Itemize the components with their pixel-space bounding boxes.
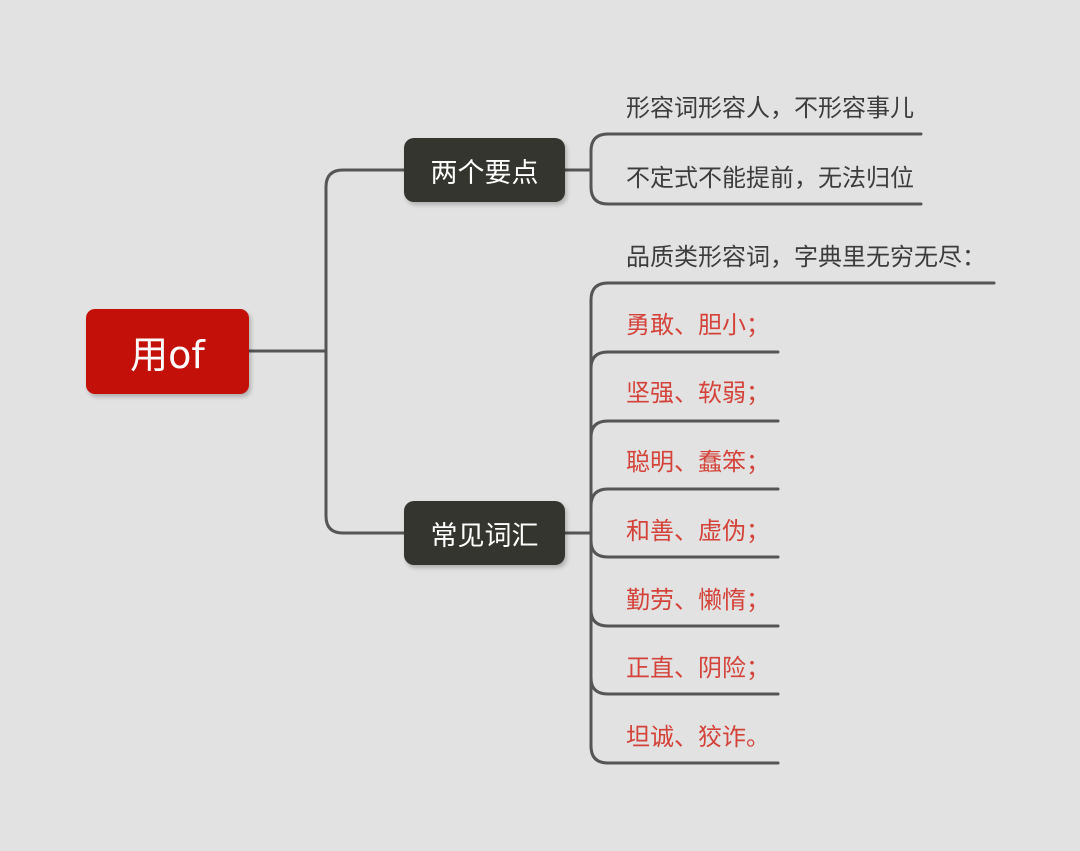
branch-node-common-words[interactable]: 常见词汇 — [404, 501, 565, 565]
branch-node-key-points[interactable]: 两个要点 — [404, 138, 565, 202]
root-label: 用of — [130, 333, 205, 377]
connector-leaf-2-4 — [589, 487, 780, 508]
leaf-node-2-7[interactable]: 正直、阴险； — [626, 654, 770, 682]
leaf-node-2-8[interactable]: 坦诚、狡诈。 — [626, 723, 770, 751]
root-node[interactable]: 用of — [86, 309, 249, 394]
leaf-node-2-1[interactable]: 品质类形容词，字典里无穷无尽： — [626, 243, 986, 271]
connector-leaf-1-1 — [589, 132, 923, 172]
connector-leaf-2-2 — [589, 350, 780, 370]
connector-leaf-2-7 — [589, 676, 780, 696]
leaf-node-2-4[interactable]: 聪明、蠢笨； — [626, 448, 770, 476]
connector-leaf-2-3 — [589, 419, 780, 439]
leaf-node-2-3[interactable]: 坚强、软弱； — [626, 379, 770, 407]
connector-root-to-key-points — [324, 168, 406, 353]
connector-leaf-2-8 — [589, 744, 780, 765]
leaf-node-1-2[interactable]: 不定式不能提前，无法归位 — [626, 164, 914, 192]
leaf-node-2-5[interactable]: 和善、虚伪； — [626, 517, 770, 545]
connector-leaf-1-2 — [589, 168, 923, 206]
leaf-node-2-6[interactable]: 勤劳、懒惰； — [626, 586, 770, 614]
leaf-node-2-2[interactable]: 勇敢、胆小； — [626, 311, 770, 339]
branch-label: 常见词汇 — [430, 520, 539, 552]
connector-leaf-2-1 — [589, 281, 996, 302]
connector-leaf-2-6 — [589, 608, 780, 628]
connector-root-to-common-words — [324, 349, 406, 535]
branch-label: 两个要点 — [430, 157, 539, 189]
leaf-node-1-1[interactable]: 形容词形容人，不形容事儿 — [626, 94, 914, 122]
connector-leaf-2-5 — [589, 539, 780, 559]
